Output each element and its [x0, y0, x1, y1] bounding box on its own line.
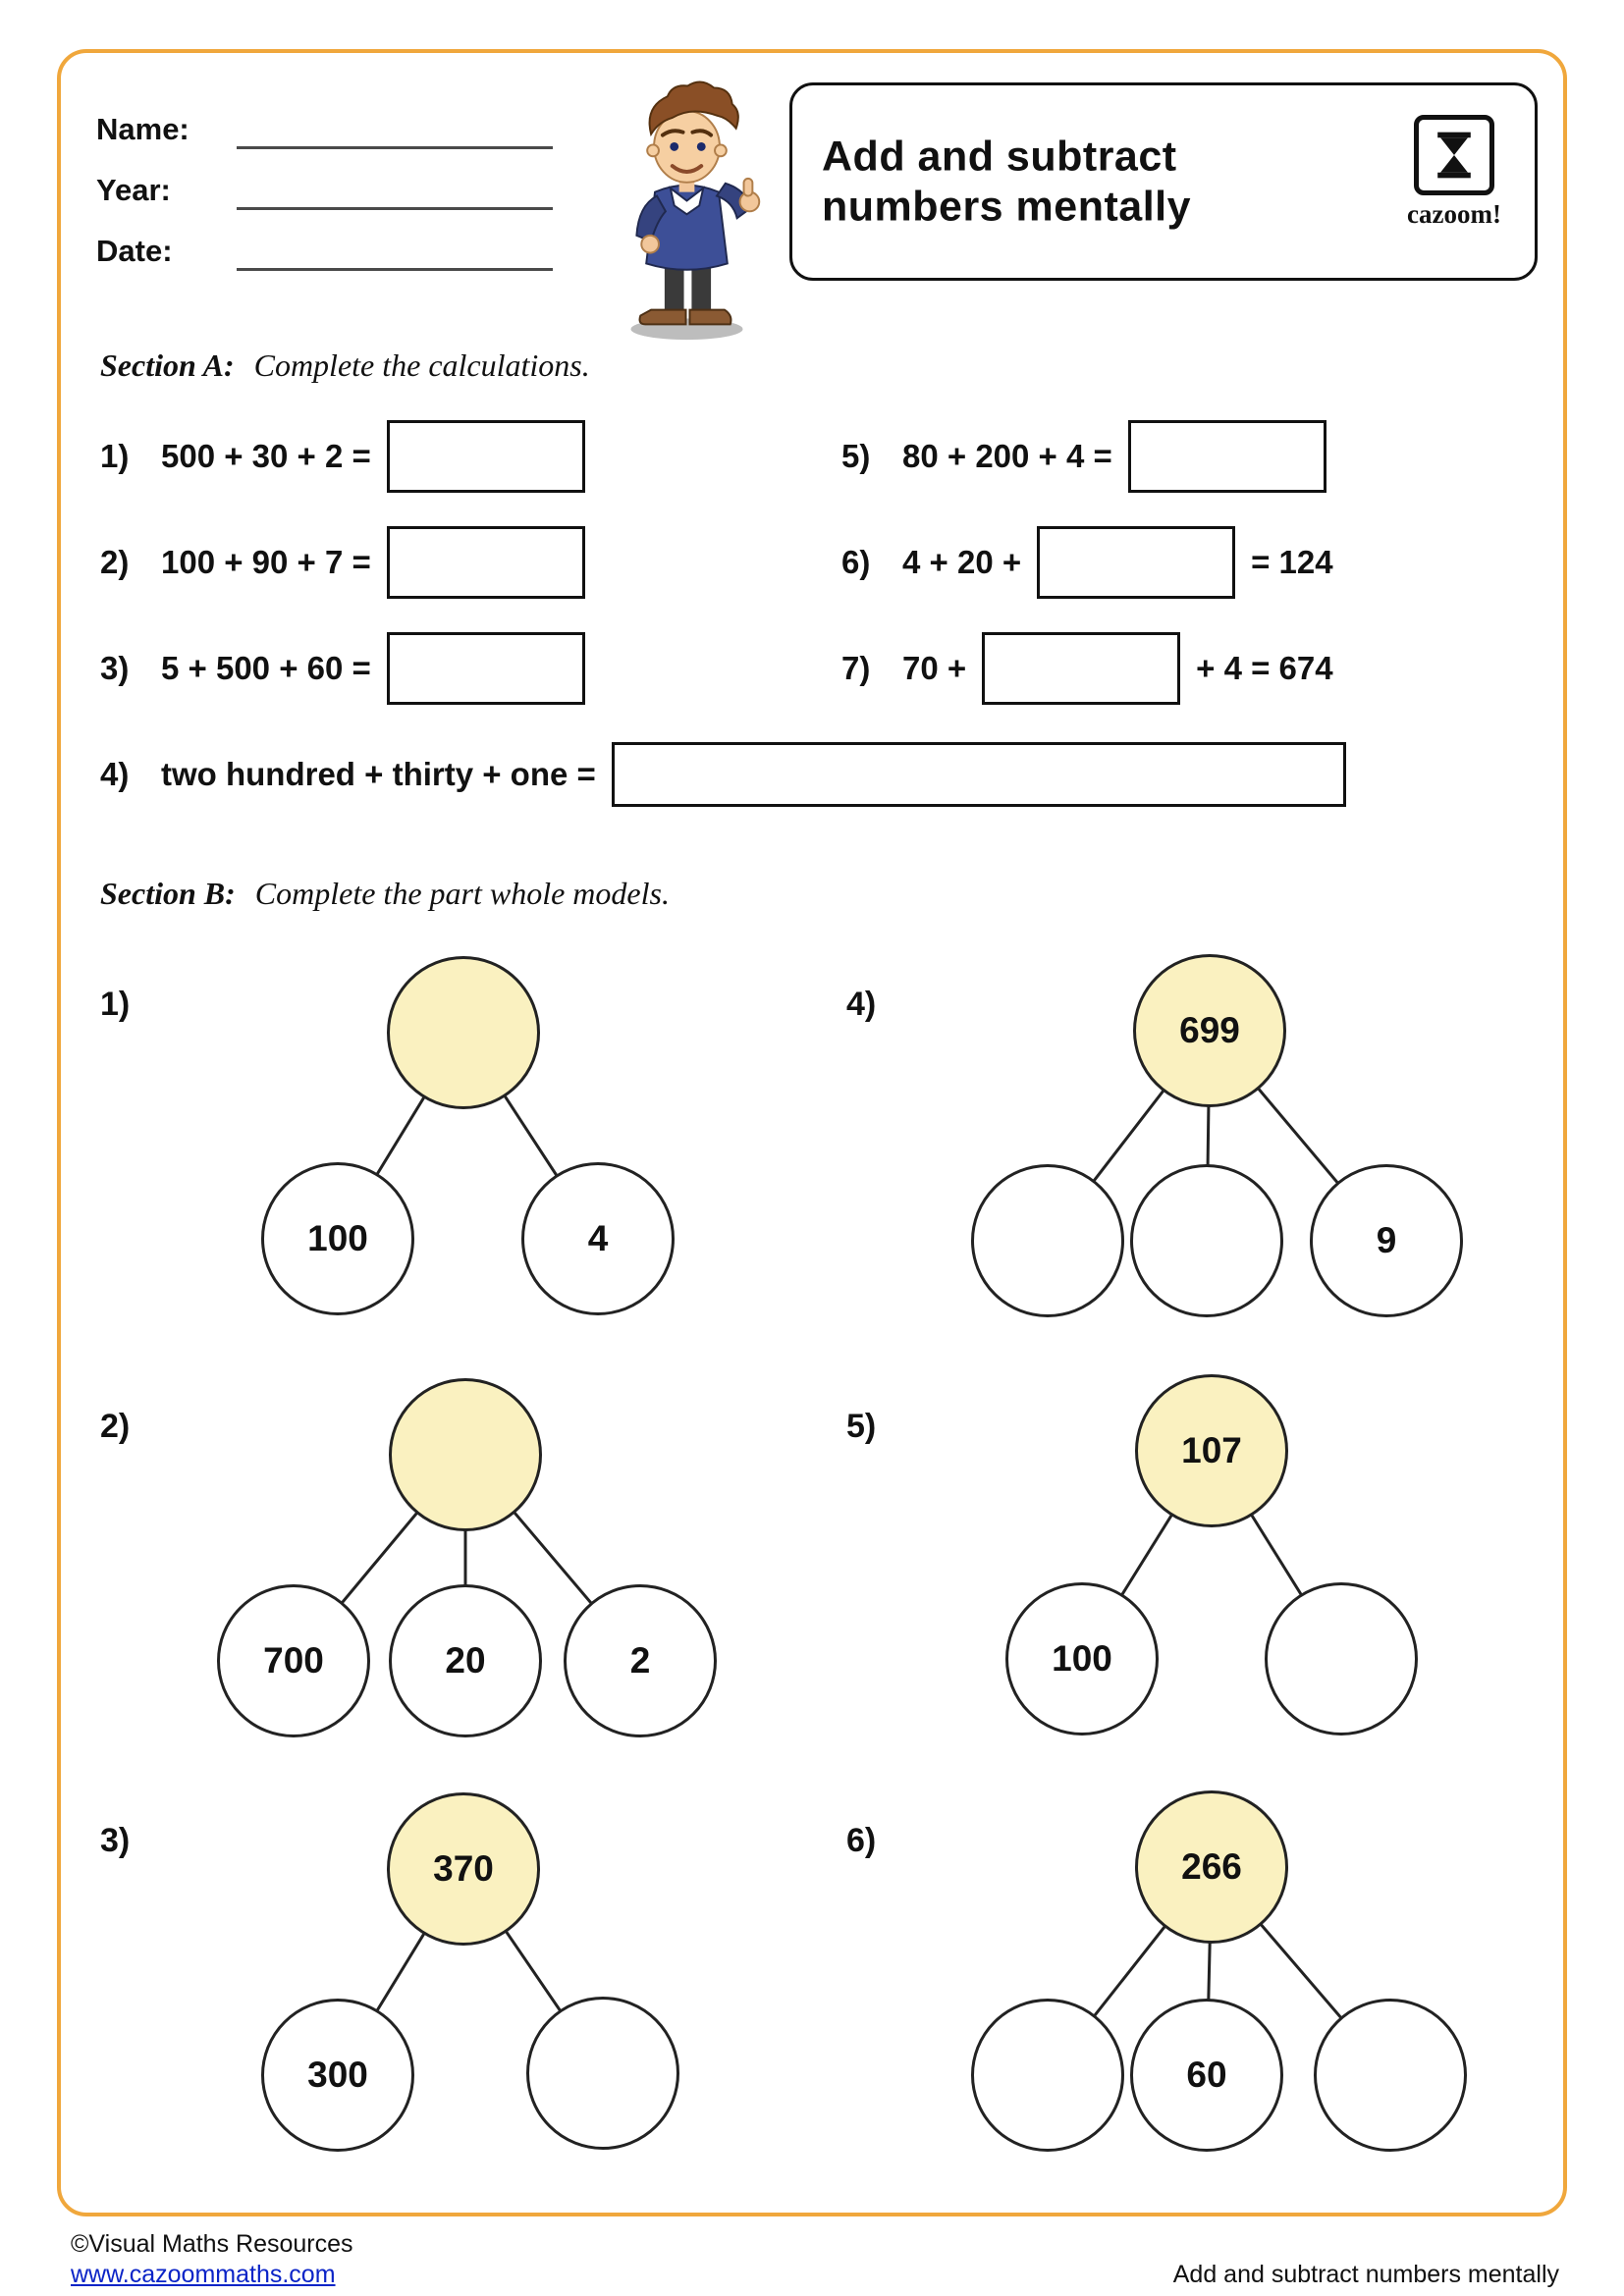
- part-whole-connector-lines: [292, 1030, 1392, 2076]
- part-whole-top-circle-3: 370: [387, 1792, 540, 1946]
- section-a-heading: Section A: Complete the calculations.: [100, 347, 590, 384]
- answer-box-5[interactable]: [1127, 420, 1326, 493]
- name-fill-line[interactable]: [237, 146, 553, 149]
- worksheet-sheet: Name: Year: Date: Add and subtract numbe…: [57, 49, 1567, 2216]
- part-whole-child-circle: 100: [261, 1162, 414, 1315]
- part-whole-top-circle-2[interactable]: [389, 1378, 542, 1531]
- cazoom-logo-icon: [1414, 115, 1494, 195]
- title-box: Add and subtract numbers mentally cazoom…: [789, 82, 1538, 281]
- problem-expression: 500 + 30 + 2 =: [161, 438, 371, 474]
- worksheet-title: Add and subtract numbers mentally: [822, 132, 1191, 231]
- worksheet-title-line2: numbers mentally: [822, 183, 1191, 230]
- answer-box-2[interactable]: [386, 526, 585, 599]
- model-number-1: 1): [100, 986, 131, 1023]
- part-whole-child-circle: 2: [564, 1584, 717, 1737]
- footer-website-link[interactable]: www.cazoommaths.com: [71, 2261, 336, 2288]
- problem-row-5: 5) 80 + 200 + 4 =: [841, 418, 1326, 495]
- problem-number: 5): [841, 438, 871, 474]
- problem-expression: 5 + 500 + 60 =: [161, 650, 371, 686]
- part-whole-child-circle[interactable]: [1265, 1582, 1418, 1735]
- model-number-6: 6): [846, 1822, 877, 1859]
- answer-box-4[interactable]: [611, 742, 1346, 807]
- footer-worksheet-name: Add and subtract numbers mentally: [1172, 2261, 1559, 2288]
- part-whole-child-circle[interactable]: [971, 1164, 1124, 1317]
- hourglass-icon: [1437, 132, 1471, 179]
- model-number-4: 4): [846, 986, 877, 1023]
- problem-expression: 80 + 200 + 4 =: [902, 438, 1112, 474]
- section-a-title: Section A:: [100, 347, 235, 383]
- part-whole-child-circle[interactable]: [1130, 1164, 1283, 1317]
- problem-row-6: 6) 4 + 20 + = 124: [841, 524, 1333, 601]
- part-whole-top-circle-6: 266: [1135, 1790, 1288, 1944]
- answer-box-6[interactable]: [1037, 526, 1236, 599]
- answer-box-7[interactable]: [982, 632, 1181, 705]
- model-number-5: 5): [846, 1408, 877, 1445]
- problem-expression: two hundred + thirty + one =: [161, 756, 596, 792]
- problem-row-7: 7) 70 + + 4 = 674: [841, 630, 1333, 707]
- part-whole-child-circle[interactable]: [1314, 1999, 1467, 2152]
- footer-copyright: ©Visual Maths Resources: [71, 2230, 353, 2258]
- section-a-instruction: Complete the calculations.: [253, 347, 590, 383]
- problem-expression-after: = 124: [1251, 544, 1333, 580]
- problem-number: 4): [100, 756, 130, 792]
- problem-number: 6): [841, 544, 871, 580]
- year-label: Year:: [96, 173, 171, 207]
- date-fill-line[interactable]: [237, 268, 553, 271]
- problem-number: 7): [841, 650, 871, 686]
- part-whole-top-circle-4: 699: [1133, 954, 1286, 1107]
- mascot-boy-illustration: [630, 80, 761, 341]
- problem-number: 3): [100, 650, 130, 686]
- year-fill-line[interactable]: [237, 207, 553, 210]
- section-b-instruction: Complete the part whole models.: [254, 876, 670, 911]
- problem-expression: 70 +: [902, 650, 967, 686]
- part-whole-child-circle: 60: [1130, 1999, 1283, 2152]
- part-whole-top-circle-1[interactable]: [387, 956, 540, 1109]
- part-whole-child-circle: 700: [217, 1584, 370, 1737]
- part-whole-child-circle: 9: [1310, 1164, 1463, 1317]
- part-whole-child-circle: 4: [521, 1162, 675, 1315]
- problem-expression-after: + 4 = 674: [1196, 650, 1333, 686]
- model-number-3: 3): [100, 1822, 131, 1859]
- part-whole-child-circle: 20: [389, 1584, 542, 1737]
- model-number-2: 2): [100, 1408, 131, 1445]
- part-whole-child-circle: 100: [1005, 1582, 1159, 1735]
- problem-row-4: 4) two hundred + thirty + one =: [100, 736, 1346, 813]
- cazoom-logo: cazoom!: [1395, 115, 1513, 230]
- cazoom-logo-text: cazoom!: [1407, 199, 1501, 229]
- problem-number: 1): [100, 438, 130, 474]
- worksheet-title-line1: Add and subtract: [822, 133, 1177, 181]
- name-label: Name:: [96, 112, 189, 146]
- problem-expression: 100 + 90 + 7 =: [161, 544, 371, 580]
- section-b-title: Section B:: [100, 876, 236, 911]
- part-whole-child-circle[interactable]: [526, 1997, 679, 2150]
- problem-row-3: 3) 5 + 500 + 60 =: [100, 630, 585, 707]
- problem-row-2: 2) 100 + 90 + 7 =: [100, 524, 585, 601]
- part-whole-child-circle[interactable]: [971, 1999, 1124, 2152]
- problem-number: 2): [100, 544, 130, 580]
- problem-row-1: 1) 500 + 30 + 2 =: [100, 418, 585, 495]
- date-label: Date:: [96, 234, 173, 268]
- answer-box-3[interactable]: [386, 632, 585, 705]
- problem-expression: 4 + 20 +: [902, 544, 1022, 580]
- part-whole-top-circle-5: 107: [1135, 1374, 1288, 1527]
- section-b-heading: Section B: Complete the part whole models…: [100, 876, 670, 912]
- answer-box-1[interactable]: [386, 420, 585, 493]
- part-whole-child-circle: 300: [261, 1999, 414, 2152]
